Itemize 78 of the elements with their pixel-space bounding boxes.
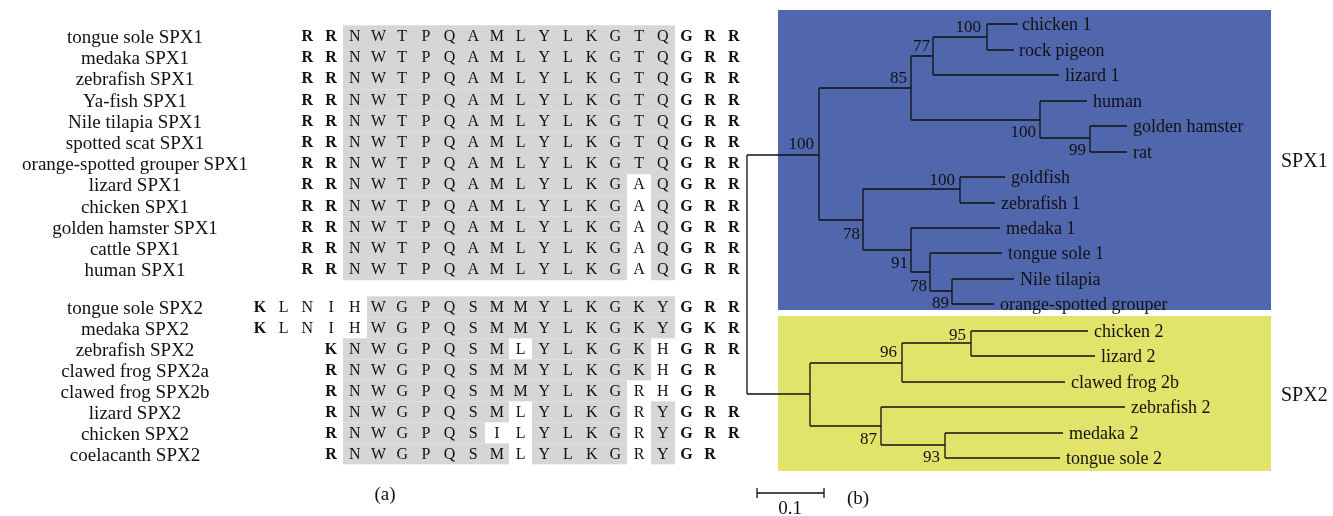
species-name: golden hamster SPX1: [52, 216, 218, 238]
leaf-name: rat: [1133, 142, 1152, 162]
bootstrap-value: 89: [932, 292, 949, 312]
species-name: lizard SPX1: [88, 173, 182, 195]
sequence-row-text: R R N W T P Q A M L Y L K G T Q G R R: [300, 46, 741, 68]
bootstrap-value: 95: [949, 324, 966, 344]
bootstrap-value: 100: [955, 16, 981, 36]
sequence-row-text: R R N W T P Q A M L Y L K G T Q G R R: [300, 131, 741, 153]
species-name: clawed frog SPX2a: [61, 359, 209, 381]
bootstrap-value: 78: [910, 275, 927, 295]
leaf-name: zebrafish 2: [1131, 397, 1211, 417]
species-name: clawed frog SPX2b: [60, 380, 210, 402]
sequence-row-text: R N W G P Q S I L Y L K G R Y G R R: [324, 422, 741, 444]
bootstrap-value: 100: [1010, 121, 1036, 141]
sequence-row-text: K N W G P Q S M L Y L K G K H G R R: [323, 338, 741, 360]
species-name: spotted scat SPX1: [65, 131, 205, 153]
panel-label: (a): [374, 482, 396, 504]
leaf-name: tongue sole 1: [1008, 243, 1104, 263]
sequence-row-text: K L N I H W G P Q S M M Y L K G K Y G K R: [252, 317, 741, 339]
clade-label: SPX2: [1281, 382, 1328, 405]
sequence-row-text: R N W G P Q S M M Y L K G K H G R: [324, 359, 717, 381]
species-name: tongue sole SPX1: [66, 25, 204, 47]
leaf-name: orange-spotted grouper: [1000, 294, 1168, 314]
species-name: zebrafish SPX1: [75, 67, 195, 89]
leaf-name: Nile tilapia: [1020, 269, 1101, 289]
leaf-name: golden hamster: [1133, 116, 1244, 136]
species-name: lizard SPX2: [88, 401, 182, 423]
species-name: chicken SPX1: [80, 195, 190, 217]
bootstrap-value: 100: [788, 133, 814, 153]
leaf-name: chicken 2: [1094, 321, 1164, 341]
species-name: medaka SPX1: [80, 46, 190, 68]
bootstrap-value: 93: [923, 446, 940, 466]
species-name: human SPX1: [84, 258, 186, 280]
sequence-row-text: R R N W T P Q A M L Y L K G A Q G R R: [300, 216, 741, 238]
species-name: tongue sole SPX2: [66, 296, 204, 318]
bootstrap-value: 100: [929, 169, 955, 189]
sequence-row: R R N W T P Q A M L Y L K G T Q G R R: [295, 88, 746, 111]
species-name: zebrafish SPX2: [75, 338, 195, 360]
leaf-name: human: [1093, 91, 1142, 111]
clade-label: SPX1: [1281, 148, 1328, 172]
sequence-row: R R N W T P Q A M L Y L K G T Q G R R: [295, 67, 746, 90]
leaf-name: chicken 1: [1022, 14, 1092, 34]
species-name: chicken SPX2: [80, 422, 190, 444]
bootstrap-value: 91: [891, 252, 908, 272]
sequence-row: R R N W T P Q A M L Y L K G A Q G R R: [295, 173, 746, 196]
sequence-row: R R N W T P Q A M L Y L K G A Q G R R: [295, 194, 746, 217]
species-name: medaka SPX2: [80, 317, 190, 339]
sequence-row-text: R R N W T P Q A M L Y L K G T Q G R R: [300, 152, 741, 174]
scale-value: 0.1: [778, 496, 802, 516]
leaf-name: rock pigeon: [1019, 40, 1105, 60]
species-name: cattle SPX1: [89, 237, 181, 259]
leaf-name: zebrafish 1: [1001, 193, 1081, 213]
species-name: Nile tilapia SPX1: [67, 110, 203, 132]
leaf-name: clawed frog 2b: [1071, 372, 1179, 392]
leaf-name: goldfish: [1011, 167, 1070, 187]
leaf-name: tongue sole 2: [1066, 448, 1162, 468]
panel-label: (b): [846, 486, 870, 508]
bootstrap-value: 99: [1069, 139, 1086, 159]
leaf-name: lizard 2: [1101, 346, 1156, 366]
leaf-name: medaka 2: [1069, 423, 1139, 443]
species-name: orange-spotted grouper SPX1: [22, 152, 248, 174]
species-name: Ya-fish SPX1: [82, 89, 188, 111]
sequence-row-text: R R N W T P Q A M L Y L K G A Q G R R: [300, 258, 741, 280]
sequence-row-text: R R N W T P Q A M L Y L K G T Q G R R: [300, 110, 741, 132]
leaf-name: medaka 1: [1006, 218, 1076, 238]
bootstrap-value: 77: [913, 35, 930, 55]
bootstrap-value: 78: [843, 223, 860, 243]
bootstrap-value: 96: [880, 341, 897, 361]
sequence-row-text: R N W G P Q S M M Y L K G R H G R: [324, 380, 717, 402]
sequence-row-text: R N W G P Q S M L Y L K G R Y G R: [324, 443, 717, 465]
bootstrap-value: 85: [890, 67, 907, 87]
sequence-row-text: K L N I H W G P Q S M M Y L K G K Y G R R: [252, 296, 741, 318]
bootstrap-value: 87: [860, 428, 877, 448]
sequence-row-text: R R N W T P Q A M L Y L K G A Q G R R: [300, 237, 741, 259]
leaf-name: lizard 1: [1065, 65, 1120, 85]
species-name: coelacanth SPX2: [69, 443, 201, 465]
sequence-row-text: R N W G P Q S M L Y L K G R Y G R R: [324, 401, 741, 423]
sequence-row-text: R R N W T P Q A M L Y L K G T Q G R R: [300, 25, 741, 47]
